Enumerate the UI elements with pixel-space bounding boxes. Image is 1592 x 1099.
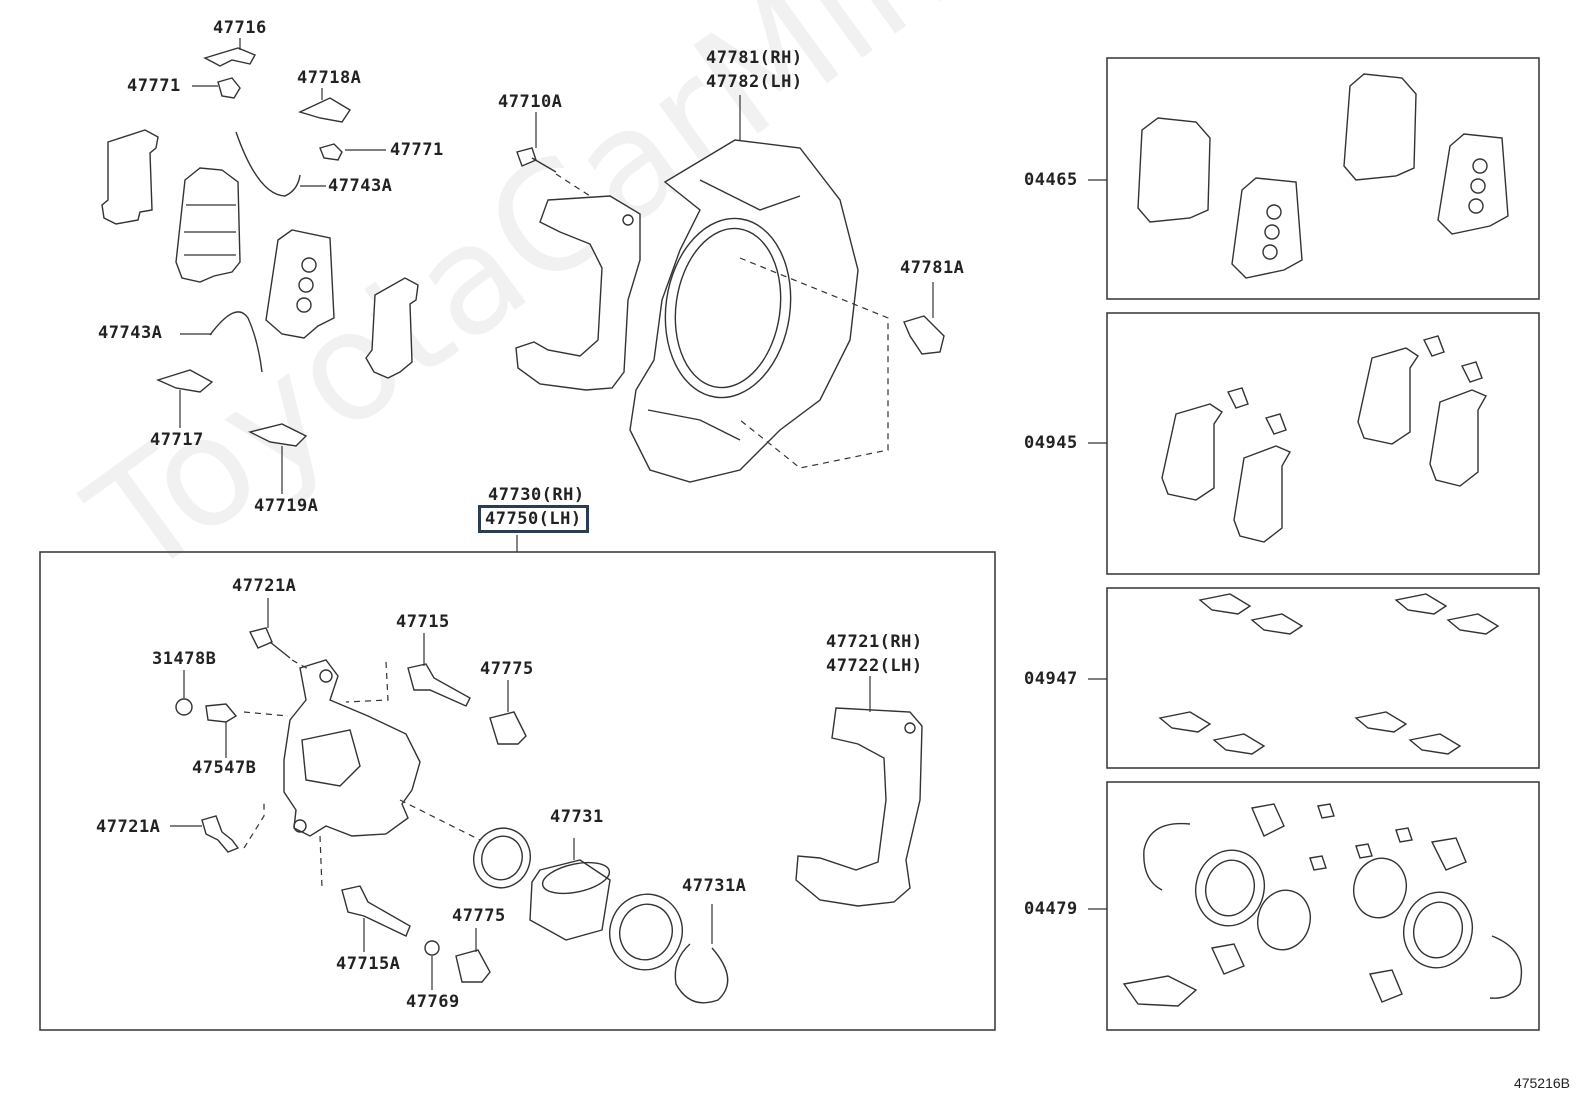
pad-group-upper-left — [101, 38, 419, 494]
bracket-and-shield — [515, 95, 945, 483]
caliper-assembly-box — [39, 551, 996, 1031]
part-47716-label[interactable]: 47716 — [213, 18, 267, 38]
part-47781-rh-label[interactable]: 47781(RH) — [706, 48, 803, 68]
kit-04465-box — [1106, 57, 1540, 300]
part-47547b-label[interactable]: 47547B — [192, 758, 257, 778]
part-47743a-label-lower[interactable]: 47743A — [98, 323, 163, 343]
kit-04947-box — [1106, 587, 1540, 769]
part-47731-label[interactable]: 47731 — [550, 807, 604, 827]
kit-04479-contents — [1122, 803, 1523, 1007]
part-47721a-label-top[interactable]: 47721A — [232, 576, 297, 596]
part-47715-label[interactable]: 47715 — [396, 612, 450, 632]
part-47750-lh-label-selected[interactable]: 47750(LH) — [478, 505, 589, 533]
kit-04945-contents — [1161, 335, 1487, 543]
part-47771-label-top[interactable]: 47771 — [127, 76, 181, 96]
part-47775-label-top[interactable]: 47775 — [480, 659, 534, 679]
part-31478b-label[interactable]: 31478B — [152, 649, 217, 669]
part-47719a-label[interactable]: 47719A — [254, 496, 319, 516]
part-47718a-label[interactable]: 47718A — [297, 68, 362, 88]
part-47769-label[interactable]: 47769 — [406, 992, 460, 1012]
kit-04479-label[interactable]: 04479 — [1024, 899, 1078, 919]
part-47730-rh-label[interactable]: 47730(RH) — [488, 485, 585, 505]
kit-04947-contents — [1158, 593, 1500, 755]
part-47781a-label[interactable]: 47781A — [900, 258, 965, 278]
diagram-reference-number: 475216B — [1513, 1075, 1570, 1091]
part-47715a-label[interactable]: 47715A — [336, 954, 401, 974]
kit-04465-label[interactable]: 04465 — [1024, 170, 1078, 190]
kit-04947-label[interactable]: 04947 — [1024, 669, 1078, 689]
part-47721-rh-label[interactable]: 47721(RH) — [826, 632, 923, 652]
part-47731a-label[interactable]: 47731A — [682, 876, 747, 896]
kit-04465-contents — [1137, 73, 1509, 279]
part-47743a-label-upper[interactable]: 47743A — [328, 176, 393, 196]
part-47782-lh-label[interactable]: 47782(LH) — [706, 72, 803, 92]
kit-04479-box — [1106, 781, 1540, 1031]
part-47775-label-bottom[interactable]: 47775 — [452, 906, 506, 926]
part-47721a-label-left[interactable]: 47721A — [96, 817, 161, 837]
part-47771-label-mid[interactable]: 47771 — [390, 140, 444, 160]
part-47717-label[interactable]: 47717 — [150, 430, 204, 450]
caliper-parts — [170, 598, 923, 1004]
kit-04945-label[interactable]: 04945 — [1024, 433, 1078, 453]
part-47710a-label[interactable]: 47710A — [498, 92, 563, 112]
part-47722-lh-label[interactable]: 47722(LH) — [826, 656, 923, 676]
